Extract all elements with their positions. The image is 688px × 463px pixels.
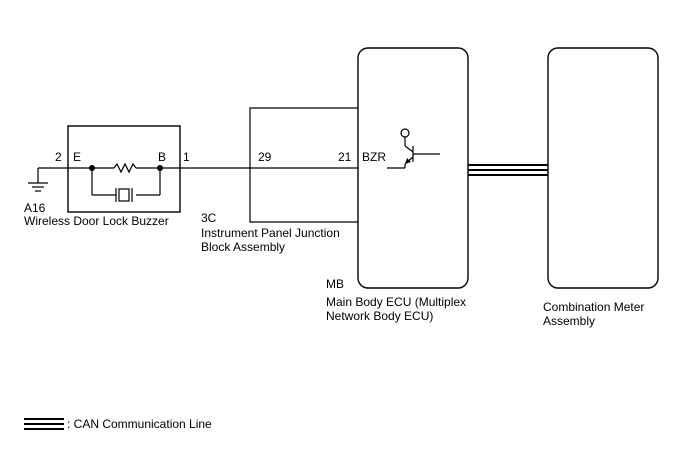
can-communication-line [468,164,548,176]
buzzer-internal-circuit [68,162,180,202]
ecu-code: MB [326,277,344,291]
junction-block-pin: 29 [258,150,272,164]
junction-block-name-2: Block Assembly [201,240,285,254]
junction-dot-e [89,165,95,171]
ecu-terminal: BZR [362,150,386,164]
buzzer-terminal-b: B [158,150,166,164]
buzzer-box [67,125,181,213]
buzzer-name: Wireless Door Lock Buzzer [24,214,169,228]
junction-block-box [249,107,358,223]
buzzer-terminal-e: E [73,150,81,164]
meter-name-1: Combination Meter [543,300,644,314]
buzzer-pin-b: 1 [183,150,190,164]
junction-dot-b [157,165,163,171]
transistor-icon [387,128,440,169]
ecu-name-2: Network Body ECU) [326,309,433,323]
buzzer-code: A16 [24,201,46,215]
junction-block-code: 3C [201,211,217,225]
combination-meter-box [547,47,659,289]
meter-name-2: Assembly [543,314,595,328]
legend-can-line-icon [24,418,64,430]
ground-icon [28,168,48,192]
ecu-box [357,47,469,289]
junction-block-name-1: Instrument Panel Junction [201,226,340,240]
ecu-name-1: Main Body ECU (Multiplex [326,295,466,309]
legend-label: : CAN Communication Line [67,417,212,431]
buzzer-pin-e: 2 [55,150,62,164]
ecu-pin: 21 [338,150,352,164]
